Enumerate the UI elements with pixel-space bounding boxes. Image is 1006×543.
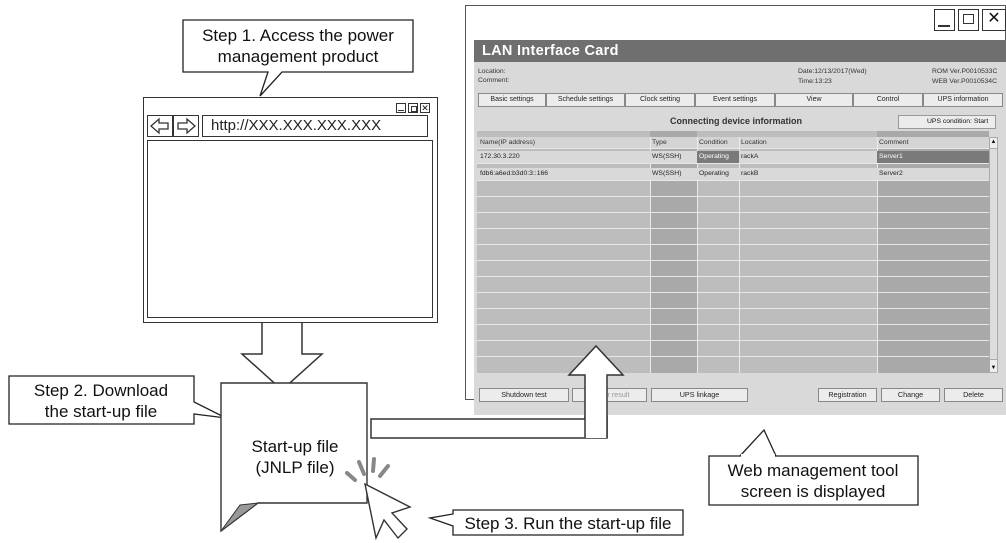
- close-icon[interactable]: ✕: [420, 103, 430, 113]
- browser-content: [147, 140, 433, 318]
- up-arrow-tip: [567, 344, 625, 438]
- file-page: [220, 382, 368, 533]
- step2-label: Step 2. Download the start-up file: [33, 381, 169, 421]
- row1-condition: Operating: [699, 153, 729, 160]
- result-label: Web management tool screen is displayed: [727, 461, 899, 501]
- col-header-name[interactable]: Name(IP address): [480, 139, 536, 146]
- row1-type: WS(SSH): [652, 153, 682, 160]
- row2-name: fdb6:a6ed:b3d0:3::166: [480, 170, 549, 177]
- delete-button[interactable]: Delete: [944, 388, 1003, 402]
- forward-icon[interactable]: [173, 115, 199, 137]
- location-label: Location:: [478, 68, 506, 75]
- tab-view[interactable]: View: [775, 93, 853, 107]
- section-title: Connecting device information: [670, 116, 803, 126]
- ups-linkage-button[interactable]: UPS linkage: [651, 388, 748, 402]
- scroll-thumb[interactable]: [990, 148, 997, 360]
- scroll-up-icon[interactable]: ▲: [990, 139, 997, 145]
- row2-type: WS(SSH): [652, 170, 682, 177]
- comment-label: Comment:: [478, 77, 510, 84]
- date-text: Date:12/13/2017(Wed): [798, 68, 867, 75]
- result-callout-shape: [708, 428, 919, 506]
- tab-clock-setting[interactable]: Clock setting: [625, 93, 695, 107]
- tab-schedule-settings[interactable]: Schedule settings: [546, 93, 625, 107]
- tab-basic-settings[interactable]: Basic settings: [478, 93, 546, 107]
- row1-location: rackA: [741, 153, 759, 160]
- time-text: Time:13:23: [798, 78, 832, 85]
- change-button[interactable]: Change: [881, 388, 940, 402]
- window-minimize-icon[interactable]: [934, 9, 955, 31]
- ups-condition: UPS condition: Start: [898, 115, 996, 129]
- file-label: Start-up file (JNLP file): [251, 437, 339, 477]
- minimize-icon[interactable]: [396, 103, 406, 113]
- step2-callout-shape: [8, 375, 227, 425]
- rom-version: ROM Ver.P0010533C: [932, 68, 998, 75]
- vertical-scrollbar[interactable]: ▲ ▼: [989, 137, 998, 373]
- registration-button[interactable]: Registration: [818, 388, 877, 402]
- header-row: [477, 137, 989, 148]
- lan-title: LAN Interface Card: [482, 43, 619, 59]
- row2-condition: Operating: [699, 170, 729, 177]
- tab-ups-information[interactable]: UPS information: [923, 93, 1003, 107]
- table-row[interactable]: [477, 168, 989, 180]
- step3-callout-shape: [427, 509, 684, 536]
- back-icon[interactable]: [147, 115, 173, 137]
- col-header-condition[interactable]: Condition: [699, 139, 728, 146]
- row1-comment: Server1: [879, 153, 903, 160]
- row1-name: 172.30.3.220: [480, 153, 520, 160]
- web-version: WEB Ver.P0010534C: [932, 78, 997, 85]
- browser-window: ✕ http://XXX.XXX.XXX.XXX: [143, 97, 438, 323]
- col-header-type[interactable]: Type: [652, 139, 667, 146]
- lan-title-bar: LAN Interface Card: [474, 40, 1006, 62]
- click-cursor-icon: [345, 457, 412, 541]
- step1-label: Step 1. Access the power management prod…: [202, 26, 394, 66]
- address-bar[interactable]: http://XXX.XXX.XXX.XXX: [202, 115, 428, 137]
- scroll-down-icon[interactable]: ▼: [990, 365, 997, 371]
- down-arrow: [240, 321, 324, 392]
- step3-label: Step 3. Run the start-up file: [464, 514, 672, 533]
- col-header-comment[interactable]: Comment: [879, 139, 909, 146]
- window-maximize-icon[interactable]: [958, 9, 979, 31]
- maximize-icon[interactable]: [408, 103, 418, 113]
- tab-event-settings[interactable]: Event settings: [695, 93, 775, 107]
- row2-location: rackB: [741, 170, 759, 177]
- window-close-icon[interactable]: ✕: [982, 9, 1006, 31]
- tab-control[interactable]: Control: [853, 93, 923, 107]
- row2-comment: Server2: [879, 170, 903, 177]
- shutdown-test-button[interactable]: Shutdown test: [479, 388, 569, 402]
- col-header-location[interactable]: Location: [741, 139, 767, 146]
- step1-callout-shape: [182, 19, 414, 97]
